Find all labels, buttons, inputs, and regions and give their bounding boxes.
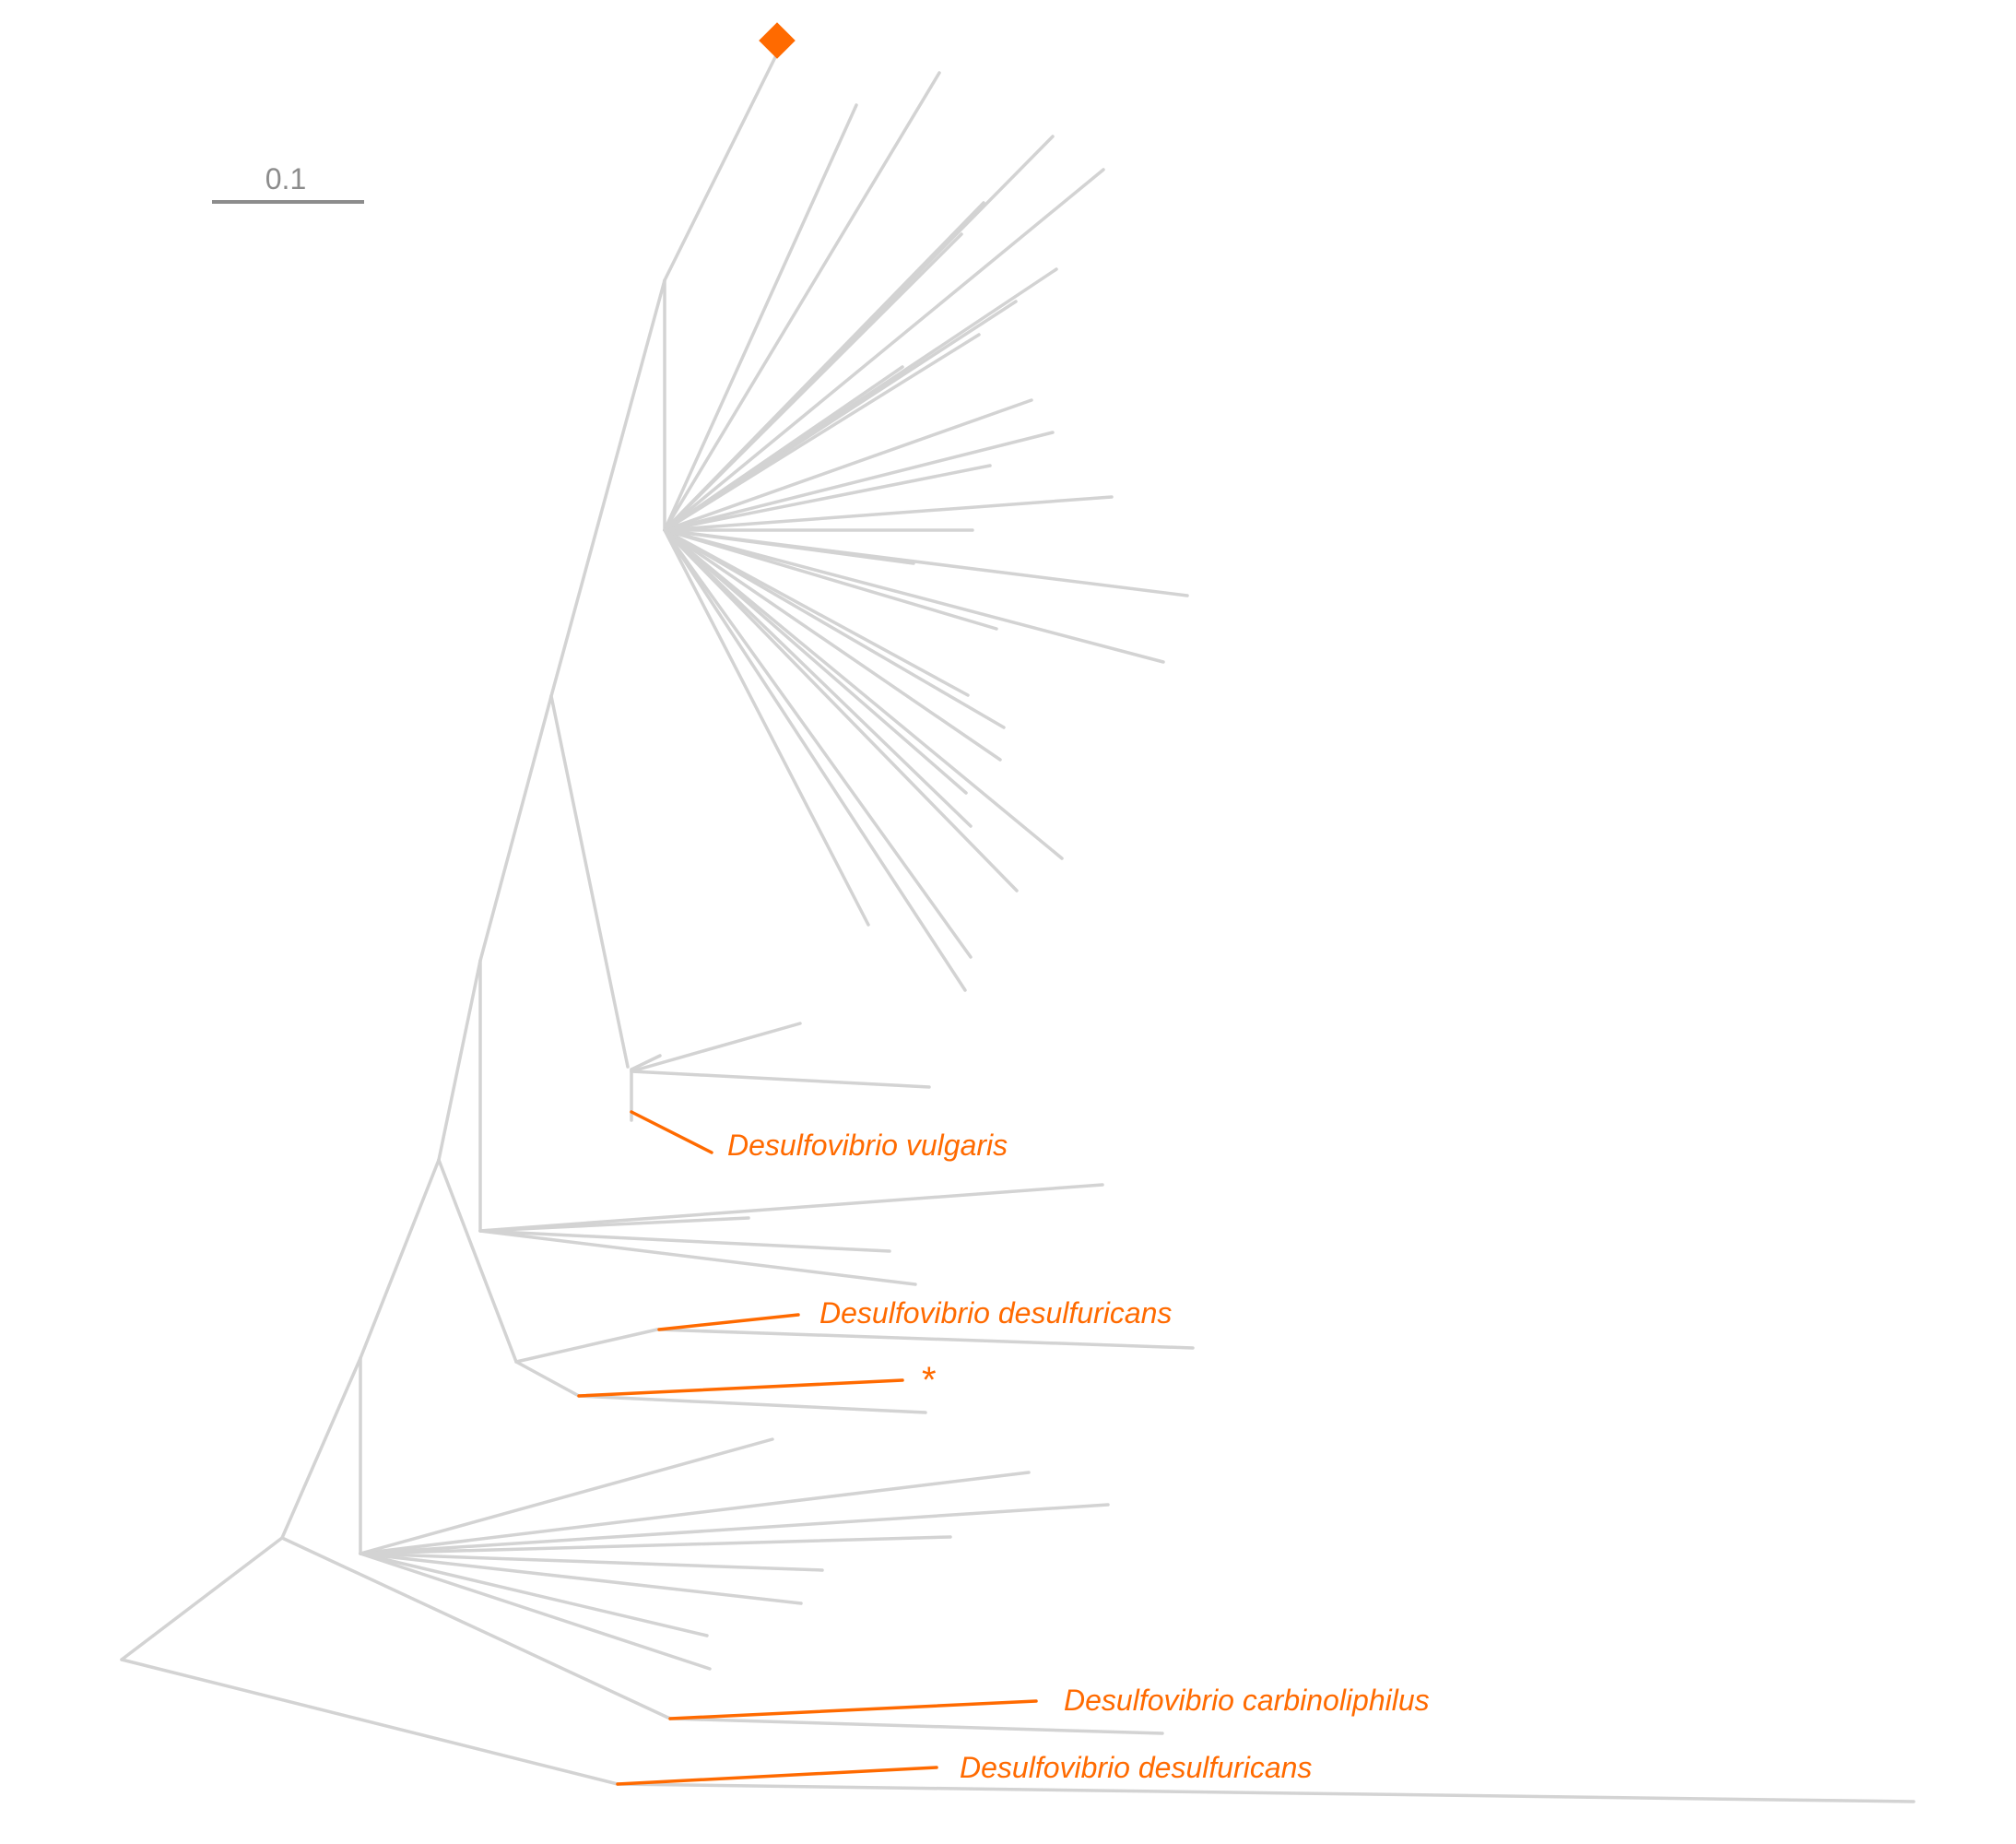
branch xyxy=(577,1394,927,1414)
branch xyxy=(663,528,1165,664)
branch xyxy=(280,1536,672,1720)
scale-bar-label: 0.1 xyxy=(265,162,306,195)
taxon-label-vulgaris: Desulfovibrio vulgaris xyxy=(727,1129,1008,1162)
branch xyxy=(120,1658,619,1786)
lower-fan-clade xyxy=(359,1437,1110,1671)
branch xyxy=(359,1552,709,1637)
branch xyxy=(663,52,779,282)
branch xyxy=(663,528,1189,597)
branch xyxy=(630,1054,662,1071)
branch xyxy=(663,528,1019,892)
branch xyxy=(359,1552,824,1572)
branch xyxy=(359,1158,441,1360)
carbinoliphilus-clade xyxy=(668,1699,1164,1735)
branch xyxy=(663,333,981,532)
branch-highlighted xyxy=(616,1766,938,1786)
branch xyxy=(663,528,1002,762)
branch xyxy=(549,278,666,698)
branch xyxy=(478,1216,750,1233)
branch xyxy=(655,1328,1195,1350)
branch xyxy=(478,1183,1104,1233)
branch xyxy=(663,71,941,532)
branch xyxy=(663,528,973,959)
backbone-branches xyxy=(120,52,779,1786)
branch xyxy=(359,1503,1110,1555)
branch xyxy=(478,1229,891,1253)
branch xyxy=(630,1022,802,1073)
desulfuricans-clade xyxy=(514,1313,1195,1414)
branch xyxy=(668,1717,1164,1735)
branch xyxy=(663,232,963,532)
branch xyxy=(359,1552,803,1605)
taxon-label-desulfuricans: Desulfovibrio desulfuricans xyxy=(819,1296,1172,1330)
vulgaris-clade xyxy=(630,1022,931,1154)
middle-clade xyxy=(478,1183,1104,1286)
branch xyxy=(663,528,870,927)
branch xyxy=(630,1070,931,1089)
branch xyxy=(663,431,1055,532)
branch xyxy=(663,528,967,992)
branch xyxy=(359,1535,952,1555)
branch xyxy=(514,1360,581,1398)
branch xyxy=(549,694,630,1069)
branch xyxy=(437,1158,518,1364)
upper-fan-clade xyxy=(663,71,1189,992)
branch xyxy=(359,1552,712,1671)
branch xyxy=(663,168,1105,532)
branch xyxy=(437,959,482,1162)
scale-bar: 0.1 xyxy=(212,162,364,204)
branch xyxy=(663,528,968,795)
branch xyxy=(663,528,970,697)
branch xyxy=(280,1356,362,1540)
branch xyxy=(663,464,992,532)
branch xyxy=(663,528,973,828)
branch xyxy=(359,1437,774,1555)
branch xyxy=(478,694,553,963)
branch xyxy=(120,1536,284,1661)
branch-highlighted xyxy=(668,1699,1038,1720)
branch xyxy=(663,495,1114,532)
branch xyxy=(359,1471,1031,1555)
root-diamond-marker xyxy=(759,22,796,59)
branch xyxy=(663,103,858,532)
taxon-label-carbinoliphilus: Desulfovibrio carbinoliphilus xyxy=(1064,1684,1430,1717)
branch xyxy=(663,528,1006,729)
branch xyxy=(663,528,1064,860)
branch xyxy=(514,1328,659,1364)
branch xyxy=(478,1229,917,1286)
branch-highlighted xyxy=(577,1378,904,1398)
branch xyxy=(663,365,904,532)
branch xyxy=(616,1782,1916,1803)
branch-highlighted xyxy=(630,1110,713,1154)
branch xyxy=(663,398,1033,532)
taxon-label-desulfuricans-basal: Desulfovibrio desulfuricans xyxy=(960,1751,1312,1784)
star-marker: * xyxy=(922,1360,937,1401)
basal-clade xyxy=(616,1766,1916,1803)
branch xyxy=(663,528,998,631)
branch-highlighted xyxy=(657,1313,800,1331)
